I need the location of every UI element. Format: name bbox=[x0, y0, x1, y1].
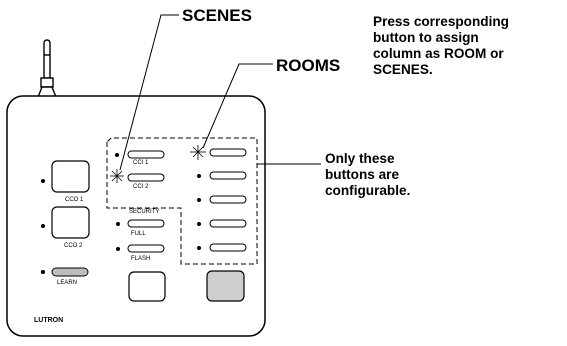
rooms-callout-label: ROOMS bbox=[276, 56, 341, 75]
instruction-line: button to assign bbox=[373, 30, 479, 45]
cco2-button[interactable] bbox=[41, 206, 90, 239]
cci1-button[interactable] bbox=[115, 150, 165, 159]
scenes-leader-line bbox=[119, 14, 179, 171]
cco1-label: CCO 1 bbox=[65, 197, 84, 203]
full-label: FULL bbox=[131, 231, 146, 237]
scenes-callout-label: SCENES bbox=[182, 6, 252, 25]
room-button-4[interactable] bbox=[197, 219, 247, 228]
learn-label: LEARN bbox=[57, 280, 77, 286]
instruction-line: Press corresponding bbox=[373, 14, 509, 29]
flash-button[interactable] bbox=[116, 244, 165, 253]
rooms-led-flashing-icon bbox=[190, 145, 206, 160]
room-led-5 bbox=[197, 246, 201, 250]
rooms-select-button[interactable] bbox=[206, 270, 245, 302]
flash-label: FLASH bbox=[131, 256, 150, 262]
room-button-3[interactable] bbox=[197, 195, 247, 204]
rooms-leader-line bbox=[202, 63, 273, 149]
scenes-select-button[interactable] bbox=[128, 271, 166, 302]
room-button-2[interactable] bbox=[197, 171, 247, 180]
learn-led bbox=[41, 270, 45, 274]
lutron-logo: LUTRON bbox=[34, 317, 63, 324]
configurable-note-line: configurable. bbox=[325, 183, 411, 198]
full-button[interactable] bbox=[116, 219, 165, 228]
cci1-led bbox=[115, 153, 119, 157]
instruction-text: Press corresponding button to assign col… bbox=[373, 14, 563, 78]
configurable-note: Only these buttons are configurable. bbox=[325, 151, 465, 199]
scenes-led-flashing-icon bbox=[110, 169, 124, 183]
flash-led bbox=[116, 247, 120, 251]
security-label: SECURITY bbox=[129, 209, 159, 215]
room-button-1[interactable] bbox=[190, 145, 247, 160]
configurable-note-line: Only these bbox=[325, 151, 395, 166]
instruction-line: column as ROOM or bbox=[373, 46, 504, 61]
learn-button[interactable] bbox=[41, 267, 89, 277]
room-button-5[interactable] bbox=[197, 243, 247, 252]
callout-lines bbox=[119, 14, 321, 171]
cco2-led bbox=[41, 224, 45, 228]
room-led-4 bbox=[197, 222, 201, 226]
antenna-icon bbox=[36, 39, 58, 98]
full-led bbox=[116, 222, 120, 226]
cci2-label: CCI 2 bbox=[133, 184, 149, 190]
room-led-2 bbox=[197, 174, 201, 178]
configurable-region-outline bbox=[106, 137, 258, 265]
cco1-button[interactable] bbox=[41, 160, 90, 193]
cci1-label: CCI 1 bbox=[133, 160, 149, 166]
instruction-line: SCENES. bbox=[373, 62, 433, 77]
cco1-led bbox=[41, 179, 45, 183]
configurable-note-line: buttons are bbox=[325, 167, 400, 182]
room-led-3 bbox=[197, 198, 201, 202]
cci2-button[interactable] bbox=[110, 169, 165, 183]
cco2-label: CCO 2 bbox=[64, 243, 83, 249]
